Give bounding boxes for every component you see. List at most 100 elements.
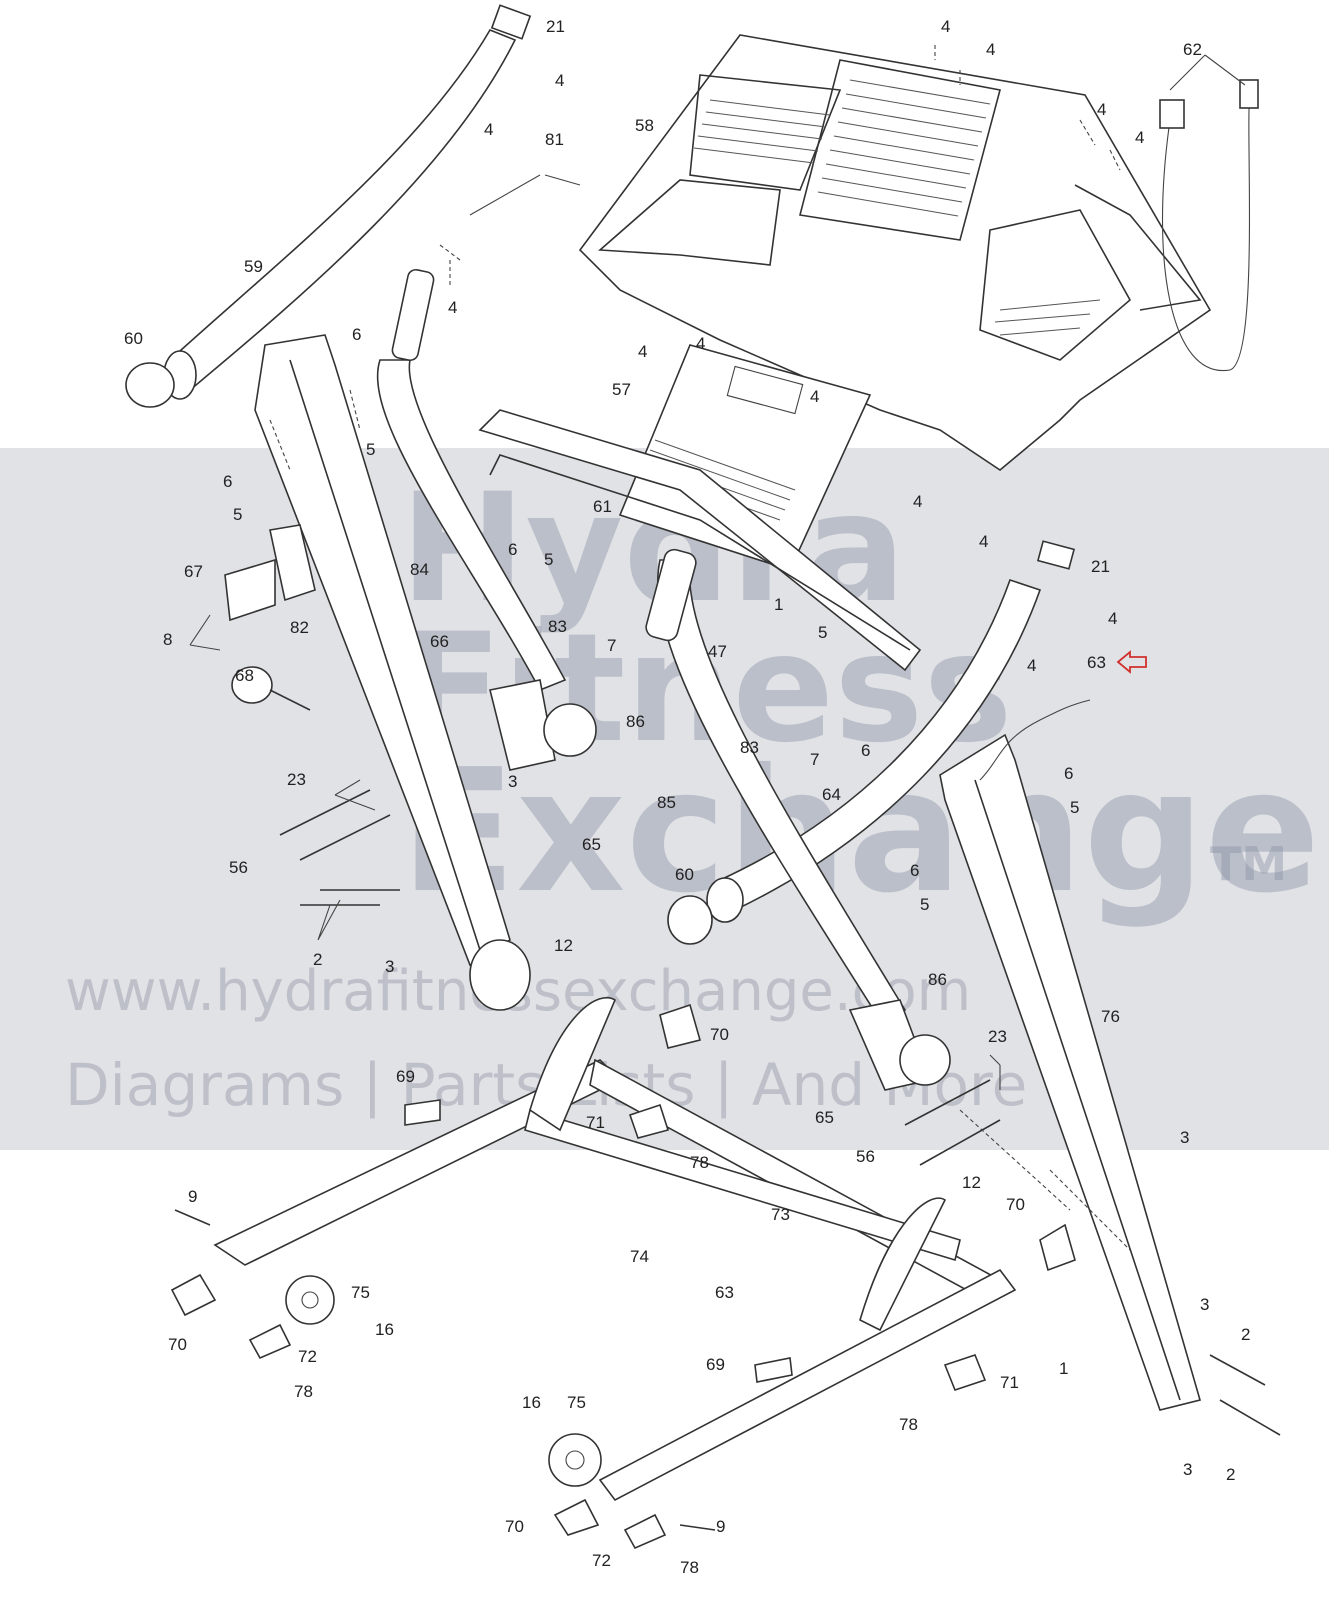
part-label-3: 3 (1183, 1460, 1192, 1479)
part-label-5: 5 (1070, 798, 1079, 817)
part-label-63: 63 (715, 1283, 734, 1302)
part-label-70: 70 (168, 1335, 187, 1354)
highlight-arrow-icon (1116, 650, 1147, 674)
part-label-4: 4 (555, 71, 564, 90)
part-label-78: 78 (899, 1415, 918, 1434)
part-label-63: 63 (1087, 653, 1106, 672)
part-label-71: 71 (1000, 1373, 1019, 1392)
part-label-4: 4 (638, 342, 647, 361)
part-label-74: 74 (630, 1247, 649, 1266)
part-label-12: 12 (554, 936, 573, 955)
part-label-21: 21 (1091, 557, 1110, 576)
part-label-5: 5 (544, 550, 553, 569)
part-label-9: 9 (716, 1517, 725, 1536)
part-label-16: 16 (375, 1320, 394, 1339)
console-grille-center (817, 79, 991, 217)
part-label-65: 65 (815, 1108, 834, 1127)
part-label-76: 76 (1101, 1007, 1120, 1026)
part-label-86: 86 (928, 970, 947, 989)
part-label-59: 59 (244, 257, 263, 276)
part-label-5: 5 (233, 505, 242, 524)
part-label-2: 2 (1226, 1465, 1235, 1484)
part-label-71: 71 (586, 1113, 605, 1132)
part-label-82: 82 (290, 618, 309, 637)
part-label-2: 2 (313, 950, 322, 969)
part-label-6: 6 (352, 325, 361, 344)
part-label-23: 23 (988, 1027, 1007, 1046)
base-frame (170, 996, 1281, 1550)
part-label-70: 70 (505, 1517, 524, 1536)
part-label-3: 3 (1180, 1128, 1189, 1147)
part-label-4: 4 (1135, 128, 1144, 147)
part-label-4: 4 (1097, 100, 1106, 119)
part-label-6: 6 (861, 741, 870, 760)
part-label-67: 67 (184, 562, 203, 581)
part-label-64: 64 (822, 785, 841, 804)
part-label-69: 69 (706, 1355, 725, 1374)
leader-lines (189, 45, 1246, 1251)
part-label-6: 6 (910, 861, 919, 880)
part-label-83: 83 (548, 617, 567, 636)
part-label-78: 78 (294, 1382, 313, 1401)
part-label-60: 60 (675, 865, 694, 884)
part-label-73: 73 (771, 1205, 790, 1224)
part-label-4: 4 (941, 17, 950, 36)
part-label-68: 68 (235, 666, 254, 685)
part-label-3: 3 (385, 957, 394, 976)
part-label-4: 4 (979, 532, 988, 551)
part-label-58: 58 (635, 116, 654, 135)
part-label-4: 4 (986, 40, 995, 59)
part-label-5: 5 (366, 440, 375, 459)
part-labels: 21 4 4 81 4 59 60 6 5 6 5 67 82 8 68 66 … (124, 17, 1250, 1577)
part-label-83: 83 (740, 738, 759, 757)
part-label-86: 86 (626, 712, 645, 731)
part-label-5: 5 (920, 895, 929, 914)
watermark-trademark: TM (1210, 837, 1287, 891)
part-label-16: 16 (522, 1393, 541, 1412)
part-label-1: 1 (1059, 1359, 1068, 1378)
part-label-4: 4 (1108, 609, 1117, 628)
part-label-6: 6 (508, 540, 517, 559)
part-label-81: 81 (545, 130, 564, 149)
part-label-3: 3 (1200, 1295, 1209, 1314)
part-label-6: 6 (223, 472, 232, 491)
part-label-70: 70 (710, 1025, 729, 1044)
part-label-56: 56 (229, 858, 248, 877)
part-label-57: 57 (612, 380, 631, 399)
part-label-47: 47 (708, 642, 727, 661)
part-label-7: 7 (810, 750, 819, 769)
console-grille-left (693, 99, 831, 164)
part-label-7: 7 (607, 636, 616, 655)
part-label-6: 6 (1064, 764, 1073, 783)
part-label-23: 23 (287, 770, 306, 789)
part-label-65: 65 (582, 835, 601, 854)
part-label-70: 70 (1006, 1195, 1025, 1214)
left-upright-assembly (125, 4, 597, 1011)
part-label-3: 3 (508, 772, 517, 791)
part-label-5: 5 (818, 623, 827, 642)
right-upright-assembly (645, 540, 1201, 1411)
console-grille-right (994, 299, 1101, 336)
part-label-56: 56 (856, 1147, 875, 1166)
part-label-60: 60 (124, 329, 143, 348)
part-label-2: 2 (1241, 1325, 1250, 1344)
part-label-85: 85 (657, 793, 676, 812)
part-label-84: 84 (410, 560, 429, 579)
part-label-4: 4 (696, 334, 705, 353)
part-label-4: 4 (448, 298, 457, 317)
part-label-8: 8 (163, 630, 172, 649)
console-assembly (478, 34, 1259, 672)
part-label-4: 4 (484, 120, 493, 139)
part-label-4: 4 (810, 387, 819, 406)
part-label-72: 72 (592, 1551, 611, 1570)
part-label-62: 62 (1183, 40, 1202, 59)
part-label-75: 75 (351, 1283, 370, 1302)
part-label-78: 78 (680, 1558, 699, 1577)
part-label-12: 12 (962, 1173, 981, 1192)
part-label-4: 4 (1027, 656, 1036, 675)
part-label-1: 1 (774, 595, 783, 614)
part-label-75: 75 (567, 1393, 586, 1412)
part-label-72: 72 (298, 1347, 317, 1366)
part-label-66: 66 (430, 632, 449, 651)
